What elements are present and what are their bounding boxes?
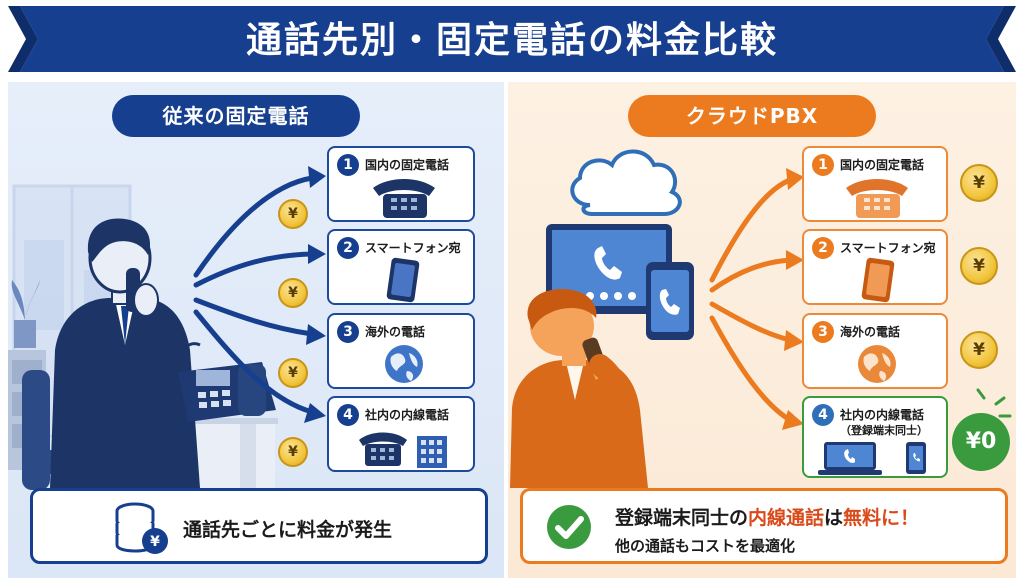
- globe-icon: [858, 345, 896, 383]
- sparkle-icon: [976, 388, 1012, 418]
- right-summary-box: 登録端末同士の内線通話は無料に！ 他の通話もコストを最適化: [520, 488, 1008, 564]
- left-card-smartphone: 2 スマートフォン宛: [327, 229, 475, 305]
- card-sublabel: （登録端末同士）: [840, 424, 928, 437]
- desk-phone-icon: [373, 179, 435, 218]
- left-card-international: 3 海外の電話: [327, 313, 475, 389]
- mobile-phone-icon: [646, 262, 694, 340]
- headline-highlight: 無料に！: [843, 507, 920, 529]
- businessman-figure: [50, 218, 201, 488]
- left-header-pill: 従来の固定電話: [112, 95, 360, 137]
- card-label: 海外の電話: [840, 325, 901, 339]
- headline-part: 登録端末同士の: [615, 507, 749, 529]
- yen-coin-icon: ¥: [278, 358, 308, 388]
- page-title: 通話先別・固定電話の料金比較: [245, 20, 778, 61]
- checkmark-icon: [547, 505, 591, 549]
- desk-phone-icon: [846, 179, 908, 218]
- right-summary-headline: 登録端末同士の内線通話は無料に！: [615, 503, 919, 530]
- cloud-icon: [570, 149, 682, 216]
- card-label: 社内の内線電話: [840, 408, 925, 422]
- step-number: 4: [337, 404, 359, 426]
- card-label: 海外の電話: [365, 325, 426, 339]
- yen-coin-icon: ¥: [278, 199, 308, 229]
- yen-coin-icon: ¥: [278, 437, 308, 467]
- smartphone-icon: [861, 257, 895, 303]
- left-card-domestic: 1 国内の固定電話: [327, 146, 475, 222]
- laptop-phone-icon: [818, 442, 926, 475]
- card-label: スマートフォン宛: [840, 241, 936, 255]
- right-card-extension: 4 社内の内線電話 （登録端末同士）: [802, 396, 948, 478]
- card-label: 国内の固定電話: [840, 158, 925, 172]
- card-label: 社内の内線電話: [365, 408, 450, 422]
- coin-stack-icon: ¥: [115, 502, 168, 554]
- left-summary-box: ¥ 通話先ごとに料金が発生: [30, 488, 488, 564]
- right-card-smartphone: 2 スマートフォン宛: [802, 229, 948, 305]
- step-number: 4: [812, 404, 834, 426]
- title-banner: [8, 6, 1016, 72]
- svg-text:¥: ¥: [150, 534, 160, 550]
- step-number: 3: [337, 321, 359, 343]
- left-summary-text: 通話先ごとに料金が発生: [183, 519, 393, 541]
- headline-highlight: 内線通話: [748, 507, 825, 529]
- left-card-extension: 4 社内の内線電話: [327, 396, 475, 472]
- yen-coin-icon: ¥: [278, 278, 308, 308]
- zero-yen-badge: ¥0: [952, 413, 1010, 471]
- step-number: 1: [337, 154, 359, 176]
- right-summary-subtext: 他の通話もコストを最適化: [615, 537, 796, 555]
- step-number: 2: [337, 237, 359, 259]
- step-number: 1: [812, 154, 834, 176]
- right-card-domestic: 1 国内の固定電話: [802, 146, 948, 222]
- yen-coin-icon: ¥: [960, 164, 998, 202]
- phone-building-icon: [359, 432, 447, 468]
- card-label: 国内の固定電話: [365, 158, 450, 172]
- right-card-international: 3 海外の電話: [802, 313, 948, 389]
- yen-coin-icon: ¥: [960, 331, 998, 369]
- right-header-pill: クラウドPBX: [628, 95, 876, 137]
- yen-coin-icon: ¥: [960, 247, 998, 285]
- right-arrows: [709, 177, 793, 423]
- card-label: スマートフォン宛: [365, 241, 461, 255]
- headline-part: は: [824, 507, 844, 529]
- globe-icon: [385, 345, 423, 383]
- businessman-figure-orange: [510, 289, 648, 488]
- step-number: 2: [812, 237, 834, 259]
- smartphone-icon: [386, 257, 420, 303]
- left-arrows: [193, 175, 315, 415]
- step-number: 3: [812, 321, 834, 343]
